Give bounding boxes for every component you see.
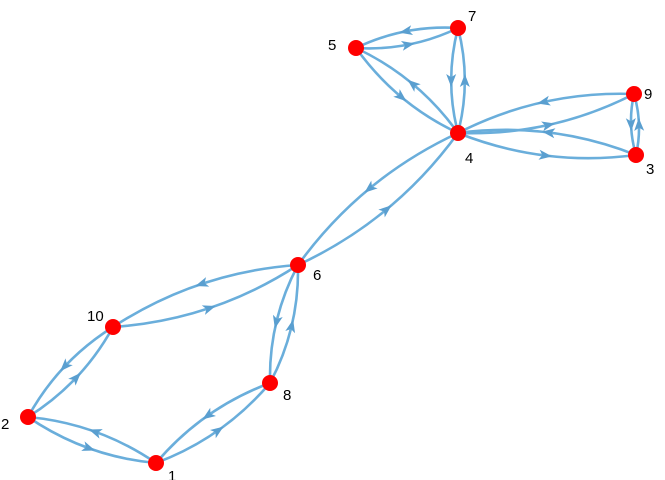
- arrow-4-to-6: [364, 180, 378, 193]
- node-4-dot[interactable]: [450, 125, 466, 141]
- arrow-3-to-4: [541, 128, 556, 139]
- node-8-label: 8: [283, 387, 291, 404]
- arrow-6-to-4: [378, 205, 392, 218]
- node-5-dot[interactable]: [348, 40, 364, 56]
- node-1-label: 1: [168, 468, 176, 480]
- node-9-dot[interactable]: [626, 86, 642, 102]
- edge-4-to-6: [296, 131, 460, 267]
- node-1[interactable]: 1: [148, 455, 176, 480]
- nodes-layer: 1 2 3 4 5 6 7 8 9 10: [1, 8, 654, 480]
- arrow-2-to-1: [81, 441, 96, 451]
- edge-2-to-10: [26, 325, 115, 419]
- arrow-5-to-4: [393, 89, 407, 102]
- arrow-1-to-2: [88, 429, 103, 439]
- arrow-6-to-10: [195, 277, 210, 287]
- arrow-8-to-1: [202, 407, 216, 420]
- edge-2-to-1: [26, 415, 158, 465]
- node-8-dot[interactable]: [262, 375, 278, 391]
- edge-10-to-2: [26, 325, 115, 419]
- arrow-7-to-4: [446, 74, 457, 87]
- edge-8-to-6: [268, 263, 300, 385]
- node-3[interactable]: 3: [628, 147, 654, 178]
- edge-8-to-1: [154, 381, 272, 465]
- arrow-9-to-4: [537, 95, 551, 106]
- arrow-10-to-6: [201, 305, 216, 315]
- node-2-dot[interactable]: [20, 409, 36, 425]
- node-6[interactable]: 6: [290, 257, 321, 284]
- arrow-9-to-3: [625, 117, 636, 132]
- edge-1-to-2: [26, 415, 158, 465]
- arrow-8-to-6: [285, 319, 296, 334]
- arrow-4-to-3: [538, 149, 553, 160]
- node-7-dot[interactable]: [450, 20, 466, 36]
- edge-6-to-8: [268, 263, 300, 385]
- node-2[interactable]: 2: [1, 409, 36, 433]
- arrow-4-to-9: [541, 121, 555, 132]
- edge-4-to-5: [354, 46, 460, 135]
- node-4[interactable]: 4: [450, 125, 473, 167]
- arrow-2-to-10: [68, 372, 81, 386]
- node-6-dot[interactable]: [290, 257, 306, 273]
- node-10-dot[interactable]: [105, 319, 121, 335]
- edge-5-to-4: [354, 46, 460, 135]
- node-10[interactable]: 10: [87, 308, 121, 335]
- arrow-3-to-9: [634, 117, 645, 132]
- arrow-5-to-7: [400, 40, 415, 51]
- arrow-6-to-8: [272, 314, 283, 329]
- node-7-label: 7: [468, 8, 476, 25]
- arrow-4-to-5: [407, 79, 421, 92]
- node-3-label: 3: [646, 161, 654, 178]
- node-1-dot[interactable]: [148, 455, 164, 471]
- node-9[interactable]: 9: [626, 86, 652, 103]
- node-6-label: 6: [313, 267, 321, 284]
- node-5-label: 5: [328, 37, 336, 54]
- edge-6-to-10: [111, 263, 300, 329]
- arrow-4-to-7: [459, 74, 470, 87]
- node-4-label: 4: [465, 150, 473, 167]
- edge-6-to-4: [296, 131, 460, 267]
- arrow-10-to-2: [60, 358, 73, 372]
- edge-1-to-8: [154, 381, 272, 465]
- node-8[interactable]: 8: [262, 375, 291, 404]
- node-5[interactable]: 5: [328, 37, 364, 56]
- node-7[interactable]: 7: [450, 8, 476, 36]
- edges-layer: [26, 25, 645, 465]
- node-2-label: 2: [1, 416, 9, 433]
- arrow-7-to-5: [399, 25, 414, 36]
- node-10-label: 10: [87, 308, 104, 325]
- node-3-dot[interactable]: [628, 147, 644, 163]
- edge-10-to-6: [111, 263, 300, 329]
- node-9-label: 9: [644, 86, 652, 103]
- arrow-1-to-8: [210, 426, 224, 439]
